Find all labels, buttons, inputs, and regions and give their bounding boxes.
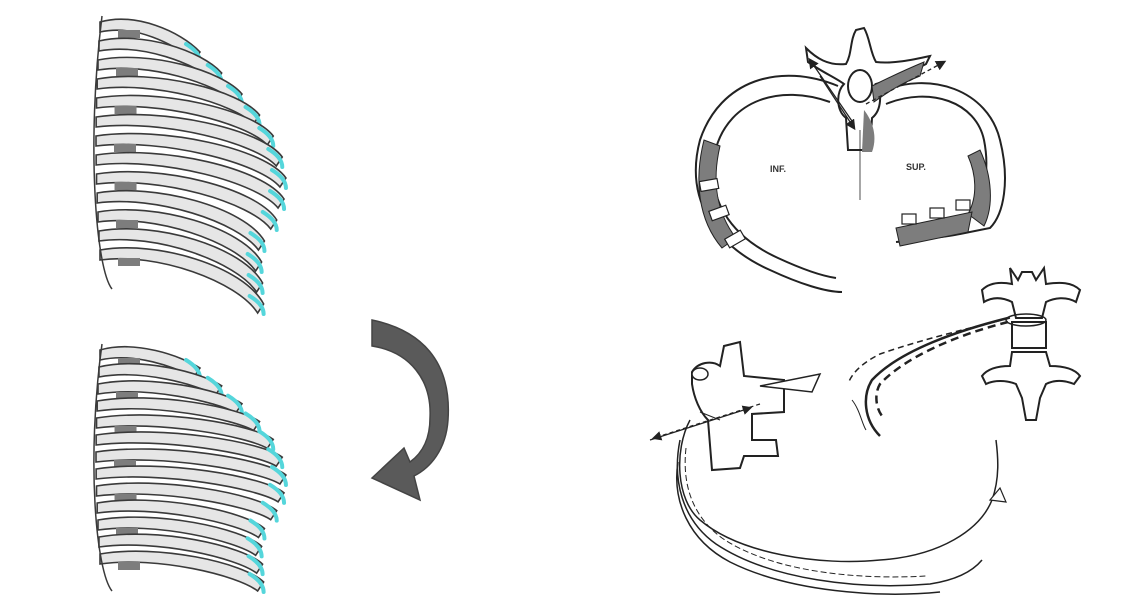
vertebra-rib-superior-view (696, 28, 1005, 292)
rib-shadow (118, 30, 140, 38)
rib-shadow (118, 258, 140, 266)
rib-cage-lower (94, 344, 286, 592)
rib-shadow (115, 182, 137, 190)
inferior-label: INF. (770, 164, 786, 174)
rib-shadow (116, 220, 138, 228)
thoracic-vertebra-lateral (650, 342, 820, 470)
curved-arrow-icon (372, 320, 448, 500)
rib-shadow (118, 562, 140, 570)
superior-label: SUP. (906, 162, 926, 172)
rib-cage-upper (94, 16, 286, 314)
costovertebral-diagram (650, 268, 1080, 594)
rib-shadow (115, 106, 137, 114)
rib (100, 248, 264, 313)
rib-shadow (116, 68, 138, 76)
vertebral-column (982, 268, 1080, 420)
rib-shadow (114, 144, 136, 152)
